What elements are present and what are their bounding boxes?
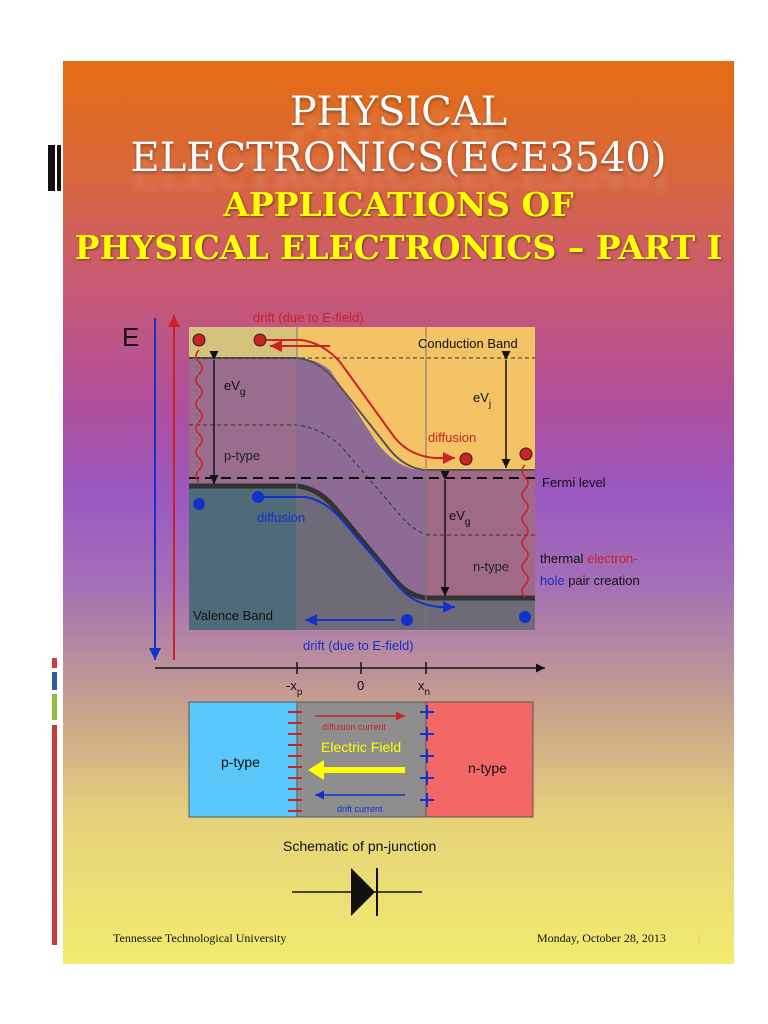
page-number: 1 xyxy=(696,931,702,945)
thermal-text-2: pair creation xyxy=(565,573,640,588)
diffusion-current-label: diffusion current xyxy=(322,722,386,732)
p-type-label: p-type xyxy=(221,754,260,770)
thermal-hole-text: hole xyxy=(540,573,565,588)
electric-field-label: Electric Field xyxy=(321,739,401,755)
eVg-right-sub: g xyxy=(465,517,471,528)
svg-text:eVg: eVg xyxy=(449,508,470,528)
thermal-electron-text: electron- xyxy=(587,551,638,566)
subtitle-line-2: PHYSICAL ELECTRONICS – PART I xyxy=(74,228,723,267)
side-accent-blue xyxy=(52,672,57,690)
band-regions xyxy=(189,327,535,630)
tick-xp-sub: p xyxy=(297,687,303,698)
electron-diffusion-arrow xyxy=(265,339,455,464)
svg-text:eVj: eVj xyxy=(473,390,491,410)
slide-subtitle: APPLICATIONS OF PHYSICAL ELECTRONICS – P… xyxy=(63,183,734,269)
drift-current-label: drift current xyxy=(337,804,383,814)
eVg-left-sub: g xyxy=(240,387,246,398)
side-accent-red-long xyxy=(52,725,57,945)
n-type-label: n-type xyxy=(468,760,507,776)
conduction-band-label: Conduction Band xyxy=(418,336,518,351)
side-accent-green xyxy=(52,694,57,720)
footer-university: Tennessee Technological University xyxy=(113,931,287,945)
drift-top-label: drift (due to E-field) xyxy=(253,310,364,325)
fermi-level-label: Fermi level xyxy=(542,475,606,490)
tick-xn: x xyxy=(418,678,425,693)
p-type-band-label: p-type xyxy=(224,448,260,463)
svg-text:xn: xn xyxy=(418,678,430,698)
n-type-band-label: n-type xyxy=(473,559,509,574)
eVg-right-label: eV xyxy=(449,508,465,523)
side-accent-red xyxy=(52,658,57,668)
tick-xp: -x xyxy=(286,678,297,693)
tick-xn-sub: n xyxy=(425,687,431,698)
pn-junction-schematic xyxy=(188,701,534,818)
slide-title: PHYSICAL ELECTRONICS(ECE3540) xyxy=(130,89,667,181)
eVj-sub: j xyxy=(488,399,491,410)
tick-zero: 0 xyxy=(357,678,364,693)
svg-text:thermal electron-: thermal electron- xyxy=(540,551,638,566)
svg-text:hole pair creation: hole pair creation xyxy=(540,573,640,588)
svg-text:-xp: -xp xyxy=(286,678,303,698)
hole-carriers xyxy=(193,491,531,626)
decorative-bars xyxy=(48,145,63,191)
drift-bottom-label: drift (due to E-field) xyxy=(303,638,414,653)
diode-symbol-icon xyxy=(292,868,422,916)
electron-diffusion-label: diffusion xyxy=(428,430,476,445)
energy-axis-label: E xyxy=(122,322,139,352)
hole-diffusion-label: diffusion xyxy=(257,510,305,525)
eVg-left-label: eV xyxy=(224,378,240,393)
valence-band-label: Valence Band xyxy=(193,608,273,623)
hole-diffusion-arrow xyxy=(260,496,455,613)
subtitle-line-1: APPLICATIONS OF xyxy=(223,185,574,224)
junction-caption: Schematic of pn-junction xyxy=(283,838,436,854)
electron-carriers xyxy=(192,333,533,466)
eVj-label: eV xyxy=(473,390,489,405)
footer-date: Monday, October 28, 2013 xyxy=(537,931,666,945)
thermal-text-1: thermal xyxy=(540,551,587,566)
svg-text:eVg: eVg xyxy=(224,378,245,398)
